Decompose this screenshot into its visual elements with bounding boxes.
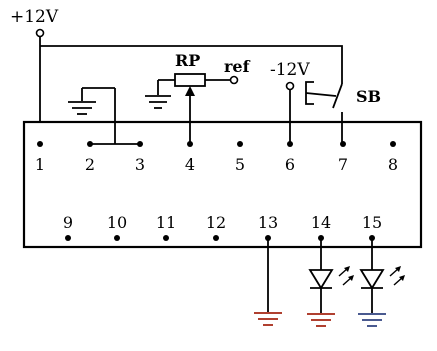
top-pin-labels: 1 2 3 4 5 6 7 8: [35, 155, 398, 174]
pin13-ground-icon: [254, 312, 282, 326]
pin-label-4: 4: [185, 155, 195, 174]
pot-label: RP: [175, 51, 200, 70]
potentiometer: [174, 73, 206, 87]
pin-dot-12: [213, 235, 219, 241]
ic-body: [22, 120, 423, 249]
pin-label-11: 11: [156, 213, 176, 232]
pin-label-12: 12: [206, 213, 226, 232]
pin-label-2: 2: [85, 155, 95, 174]
pin-label-5: 5: [235, 155, 245, 174]
ref-terminal: [229, 75, 239, 85]
supply-negative-terminal: [285, 81, 295, 91]
bottom-pin-labels: 9 10 11 12 13 14 15: [63, 213, 382, 232]
supply-positive-label: +12V: [10, 7, 59, 27]
pin-label-7: 7: [338, 155, 348, 174]
bottom-pin-dots: [65, 235, 375, 241]
led-14: [308, 266, 354, 290]
pin-label-15: 15: [362, 213, 382, 232]
pin-dot-7: [340, 141, 346, 147]
pin-label-6: 6: [285, 155, 295, 174]
supply-positive-terminal: [35, 28, 45, 38]
led14-ground-icon: [307, 313, 335, 327]
pot-wiper-arrow: [185, 86, 195, 96]
led15-ground-icon: [358, 313, 386, 327]
switch-label: SB: [356, 87, 381, 106]
pin-label-13: 13: [258, 213, 278, 232]
pin-label-9: 9: [63, 213, 73, 232]
pin-label-3: 3: [135, 155, 145, 174]
supply-to-switch-wire: [40, 45, 343, 76]
pin-dot-1: [37, 141, 43, 147]
ground-icon: [68, 101, 96, 115]
pin-label-14: 14: [311, 213, 331, 232]
pin-label-10: 10: [107, 213, 127, 232]
pin-dot-11: [163, 235, 169, 241]
led-15: [359, 266, 405, 290]
push-switch-sb: [305, 76, 343, 144]
pin-dot-10: [114, 235, 120, 241]
ref-label: ref: [224, 57, 251, 76]
pin-dot-8: [390, 141, 396, 147]
pin-label-1: 1: [35, 155, 45, 174]
pin-dot-9: [65, 235, 71, 241]
pot-ground-icon: [145, 95, 171, 109]
supply-negative-label: -12V: [270, 60, 310, 80]
pin-label-8: 8: [388, 155, 398, 174]
pin-dot-5: [237, 141, 243, 147]
